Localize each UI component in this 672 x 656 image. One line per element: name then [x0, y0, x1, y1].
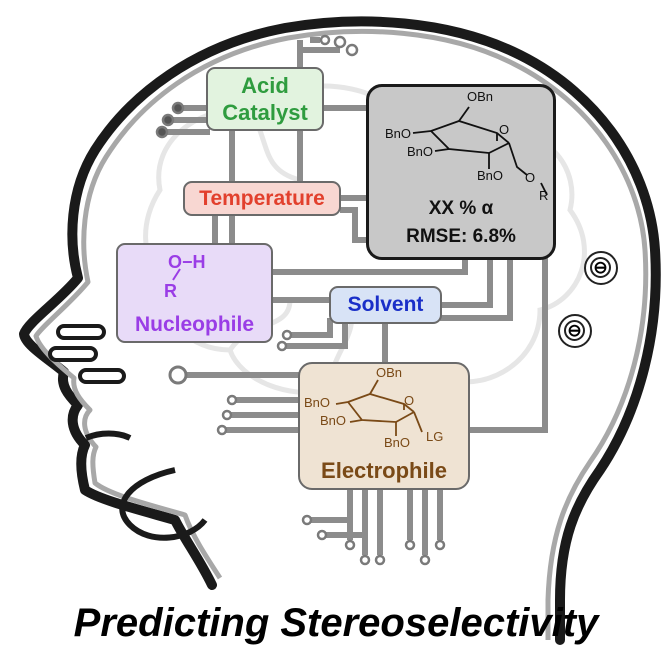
product-sugar-structure — [412, 106, 548, 196]
solvent-label: Solvent — [347, 293, 424, 316]
product-bno-1: BnO — [385, 126, 412, 141]
electrophile-node: OBn O BnO BnO BnO LG Electrophile — [298, 362, 470, 490]
solvent-node: Solvent — [329, 286, 442, 324]
head-outline — [19, 16, 661, 645]
electrophile-bno-1: BnO — [304, 395, 331, 410]
product-bno-2: BnO — [407, 144, 434, 159]
electrophile-o-ring: O — [404, 393, 415, 408]
charge-minus-symbol: ⊖ — [590, 257, 611, 278]
nucleophile-bond — [172, 268, 181, 281]
circuit-pins — [155, 34, 446, 566]
product-r: R — [539, 188, 549, 203]
electrophile-obn: OBn — [376, 365, 403, 380]
charge-minus-symbol: ⊖ — [564, 320, 585, 341]
product-obn: OBn — [467, 89, 494, 104]
charge-minus-icon: ⊖ — [584, 251, 618, 285]
acid-catalyst-line1: Acid — [241, 73, 289, 98]
circuit-traces — [165, 37, 548, 555]
page-title: Predicting Stereoselectivity — [73, 601, 599, 645]
charge-minus-icon: ⊖ — [558, 314, 592, 348]
nucleophile-label: Nucleophile — [134, 313, 255, 336]
product-node: OBn O BnO BnO BnO O R XX % α RMSE: 6.8% — [366, 84, 556, 260]
rmse-value: RMSE: 6.8% — [406, 226, 516, 247]
product-o-ring: O — [499, 122, 510, 137]
electrophile-bno-2: BnO — [320, 413, 347, 428]
temperature-node: Temperature — [183, 181, 341, 216]
head-features — [48, 324, 208, 541]
head-inner-outline — [33, 28, 649, 640]
electrophile-label: Electrophile — [321, 458, 447, 483]
nucleophile-node: O−H R Nucleophile — [116, 243, 273, 343]
product-bno-3: BnO — [477, 168, 504, 183]
selectivity-value: XX % α — [428, 198, 494, 219]
electrophile-bno-3: BnO — [384, 435, 411, 450]
acid-catalyst-node: Acid Catalyst — [206, 67, 324, 131]
nucleophile-r-label: R — [164, 281, 177, 301]
electrophile-lg: LG — [426, 429, 444, 444]
temperature-label: Temperature — [199, 187, 325, 210]
electrophile-sugar-structure — [335, 379, 423, 436]
acid-catalyst-line2: Catalyst — [222, 100, 308, 125]
nucleophile-oh-label: O−H — [168, 252, 206, 272]
product-o-glyc: O — [525, 170, 536, 185]
